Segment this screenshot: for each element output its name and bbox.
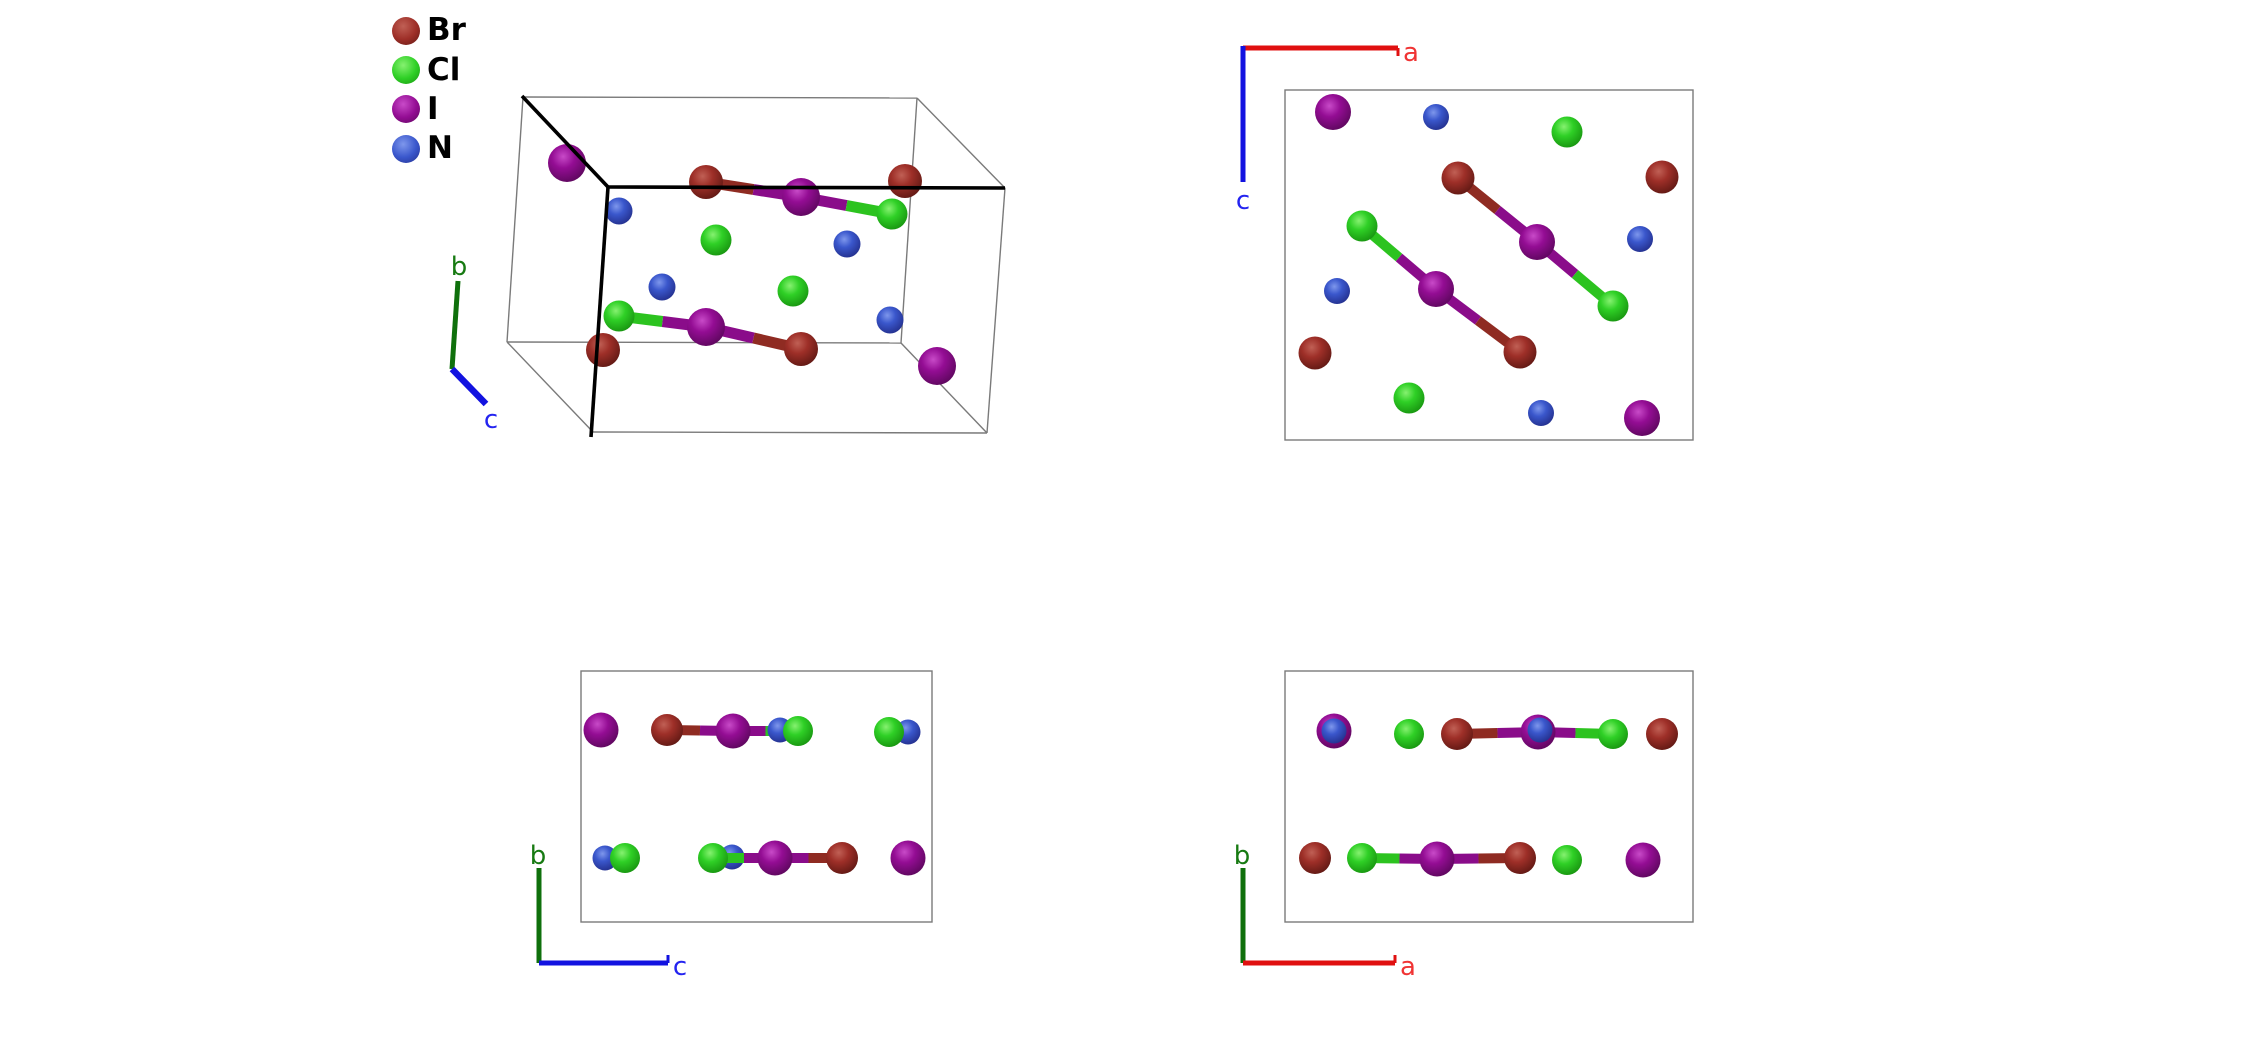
atom-N xyxy=(592,845,618,871)
atom-I xyxy=(583,712,619,748)
atom-N xyxy=(876,306,904,334)
view-projection-ac xyxy=(1240,45,1694,441)
atom-N xyxy=(833,230,861,258)
atom-Cl xyxy=(1597,290,1629,322)
atom-Cl xyxy=(783,716,813,746)
atom-I xyxy=(1624,400,1660,436)
atom-Br xyxy=(586,333,620,367)
projection-box xyxy=(1284,670,1694,923)
unit-cell-edge xyxy=(916,97,1006,189)
legend-item-N: N xyxy=(392,129,466,168)
atom-Cl xyxy=(777,275,809,307)
atom-N xyxy=(605,197,633,225)
atom-Cl xyxy=(1552,845,1582,875)
axis-line-c xyxy=(449,366,489,407)
atom-sphere-icon xyxy=(392,95,420,124)
atom-Br xyxy=(1441,718,1473,750)
view-projection-cb xyxy=(536,670,933,966)
legend-label: Cl xyxy=(427,51,461,88)
atom-Br xyxy=(888,164,922,198)
atom-sphere-icon xyxy=(392,134,420,163)
atom-Br xyxy=(1503,335,1537,369)
atom-I xyxy=(1419,841,1455,877)
axis-label-b: b xyxy=(1233,841,1251,871)
atom-Br xyxy=(1299,842,1331,874)
atom-sphere-icon xyxy=(392,56,420,85)
axis-label-b: b xyxy=(450,252,468,282)
atom-I xyxy=(1418,271,1454,307)
atom-Br xyxy=(1645,160,1679,194)
atom-Br xyxy=(784,332,818,366)
axis-label-a: a xyxy=(1400,952,1416,982)
view-3d-perspective xyxy=(449,94,1006,438)
atom-Cl xyxy=(876,198,908,230)
atom-I xyxy=(918,347,956,385)
unit-cell-edge xyxy=(900,342,988,434)
atom-Cl xyxy=(698,843,728,873)
projection-box xyxy=(1284,89,1694,441)
atom-N xyxy=(1627,226,1653,252)
atom-Cl xyxy=(700,224,732,256)
atom-N xyxy=(1324,278,1350,304)
atom-I xyxy=(1625,842,1661,878)
unit-cell-edge xyxy=(506,341,594,433)
atom-I xyxy=(1315,94,1351,130)
unit-cell-axis-edge xyxy=(520,94,610,189)
element-legend: Br Cl I N xyxy=(392,11,466,169)
legend-label: I xyxy=(427,90,439,127)
atom-N xyxy=(648,273,676,301)
atom-Br xyxy=(1441,161,1475,195)
atom-Cl xyxy=(1394,719,1424,749)
atom-Cl xyxy=(610,843,640,873)
atom-Cl xyxy=(874,717,904,747)
legend-label: Br xyxy=(427,12,466,49)
atom-Cl xyxy=(1393,382,1425,414)
projection-box xyxy=(580,670,933,923)
legend-label: N xyxy=(427,130,453,167)
atom-Br xyxy=(1298,336,1332,370)
atom-Cl xyxy=(1346,210,1378,242)
atom-I xyxy=(715,713,751,749)
atom-N xyxy=(1528,400,1554,426)
atom-sphere-icon xyxy=(392,16,420,45)
unit-cell-edge xyxy=(986,187,1006,434)
atom-Br xyxy=(1504,842,1536,874)
atom-N xyxy=(1527,717,1553,743)
atom-N xyxy=(1321,718,1347,744)
unit-cell-edge xyxy=(900,97,918,344)
legend-item-I: I xyxy=(392,90,466,129)
axis-label-b: b xyxy=(529,841,547,871)
atom-Cl xyxy=(1598,719,1628,749)
atom-Br xyxy=(826,842,858,874)
atom-I xyxy=(548,144,586,182)
axis-line-b xyxy=(449,280,461,370)
legend-item-Cl: Cl xyxy=(392,50,466,89)
axis-label-c: c xyxy=(672,952,688,982)
axis-label-a: a xyxy=(1403,38,1419,68)
atom-I xyxy=(782,178,820,216)
unit-cell-edge xyxy=(592,431,988,434)
atom-Cl xyxy=(603,300,635,332)
unit-cell-axis-edge xyxy=(607,185,1006,190)
unit-cell-axis-edge xyxy=(589,186,610,438)
atom-I xyxy=(1519,224,1555,260)
unit-cell-edge xyxy=(522,96,918,99)
atom-Br xyxy=(689,165,723,199)
atom-I xyxy=(687,308,725,346)
view-projection-ab xyxy=(1240,670,1694,966)
atom-Br xyxy=(1646,718,1678,750)
atom-Cl xyxy=(1551,116,1583,148)
atom-Br xyxy=(651,714,683,746)
atom-I xyxy=(757,840,793,876)
atom-Cl xyxy=(1347,843,1377,873)
axis-label-c: c xyxy=(1235,186,1251,216)
atom-N xyxy=(1423,104,1449,130)
atom-I xyxy=(890,840,926,876)
axis-label-c: c xyxy=(483,405,499,435)
unit-cell-edge xyxy=(506,96,524,343)
legend-item-Br: Br xyxy=(392,11,466,50)
